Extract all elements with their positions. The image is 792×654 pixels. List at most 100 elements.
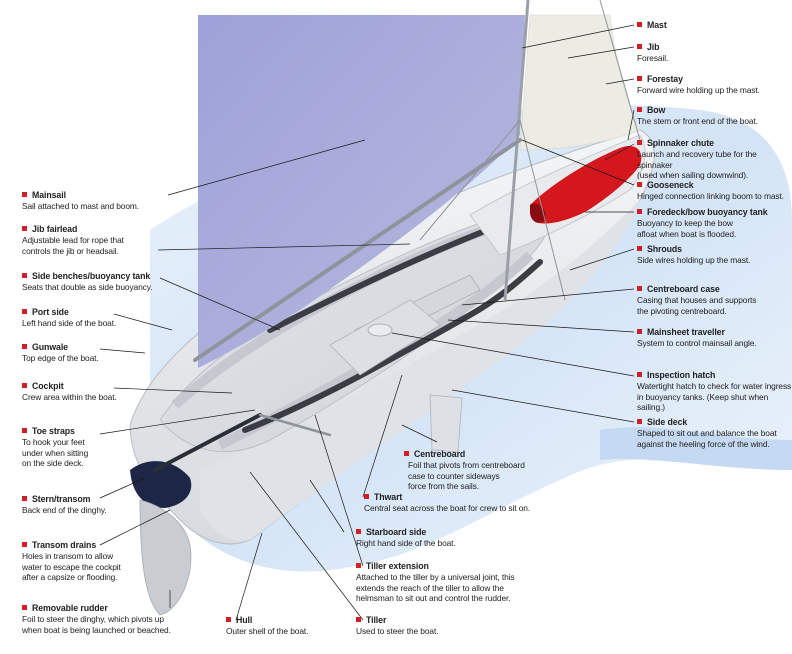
label-centreboard-case: Centreboard case Casing that houses and …: [637, 284, 756, 316]
label-forestay-desc: Forward wire holding up the mast.: [637, 85, 760, 95]
label-forestay-title: Forestay: [637, 74, 760, 85]
leader-starboard: [309, 479, 345, 533]
label-thwart-title: Thwart: [364, 492, 530, 503]
transom-shape: [130, 461, 192, 508]
label-foredeck: Foredeck/bow buoyancy tank Buoyancy to k…: [637, 207, 768, 239]
label-mainsheet-traveller-desc: System to control mainsail angle.: [637, 338, 757, 348]
label-thwart-desc: Central seat across the boat for crew to…: [364, 503, 531, 513]
leader-stern: [99, 477, 146, 499]
leader-cockpit: [113, 387, 233, 394]
leader-centreboard-case: [461, 288, 635, 306]
label-transom-drains: Transom drains Holes in transom to allow…: [22, 540, 121, 583]
label-spinnaker-chute-desc: Launch and recovery tube for the spinnak…: [637, 149, 757, 181]
spinnaker-chute-shape: [530, 145, 642, 224]
label-tiller-desc: Used to steer the boat.: [356, 626, 439, 636]
label-bow-desc: The stem or front end of the boat.: [637, 116, 758, 126]
mast-line: [503, 0, 530, 301]
label-mainsail: Mainsail Sail attached to mast and boom.: [22, 190, 139, 212]
thwart-shape: [329, 299, 441, 376]
label-inspection-hatch-desc: Watertight hatch to check for water ingr…: [637, 381, 792, 413]
label-centreboard-desc: Foil that pivots from centreboard case t…: [408, 460, 525, 492]
label-toe-straps-desc: To hook your feet under when sitting on …: [22, 437, 89, 469]
label-foredeck-desc: Buoyancy to keep the bow afloat when boa…: [637, 218, 737, 239]
label-hull-title: Hull: [226, 615, 308, 626]
label-starboard-side-desc: Right hand side of the boat.: [356, 538, 456, 548]
label-toe-straps-title: Toe straps: [22, 426, 88, 437]
label-cockpit: Cockpit Crew area within the boat.: [22, 381, 117, 403]
label-transom-drains-desc: Holes in transom to allow water to escap…: [22, 551, 121, 583]
leader-hull: [235, 532, 263, 621]
label-tiller-extension: Tiller extension Attached to the tiller …: [356, 561, 515, 604]
label-thwart: Thwart Central seat across the boat for …: [364, 492, 530, 514]
label-gooseneck-desc: Hinged connection linking boom to mast.: [637, 191, 784, 201]
forestay-line: [599, 0, 641, 141]
label-side-benches: Side benches/buoyancy tank Seats that do…: [22, 271, 153, 293]
label-cockpit-title: Cockpit: [22, 381, 117, 392]
label-port-side-desc: Left hand side of the boat.: [22, 318, 117, 328]
label-centreboard-case-title: Centreboard case: [637, 284, 756, 295]
leader-lines: [99, 24, 635, 621]
label-centreboard-title: Centreboard: [404, 449, 525, 460]
label-removable-rudder: Removable rudder Foil to steer the dingh…: [22, 603, 171, 635]
label-gunwale-title: Gunwale: [22, 342, 99, 353]
water-highlight: [600, 427, 792, 470]
leader-forestay: [605, 78, 635, 85]
leader-spinnaker: [604, 143, 635, 161]
label-removable-rudder-title: Removable rudder: [22, 603, 171, 614]
label-gooseneck: Gooseneck Hinged connection linking boom…: [637, 180, 784, 202]
label-gooseneck-title: Gooseneck: [637, 180, 784, 191]
shroud-starboard: [519, 119, 566, 301]
label-toe-straps: Toe straps To hook your feet under when …: [22, 426, 88, 469]
leader-gooseneck: [521, 139, 635, 186]
leader-shrouds: [569, 248, 635, 271]
leader-mainsail: [167, 139, 366, 196]
label-gunwale-desc: Top edge of the boat.: [22, 353, 99, 363]
label-tiller: Tiller Used to steer the boat.: [356, 615, 439, 637]
label-port-side-title: Port side: [22, 307, 116, 318]
label-centreboard-case-desc: Casing that houses and supports the pivo…: [637, 295, 757, 316]
leader-side-benches: [159, 277, 281, 331]
label-spinnaker-chute: Spinnaker chute Launch and recovery tube…: [637, 138, 792, 181]
label-bow-title: Bow: [637, 105, 758, 116]
label-jib-fairlead-title: Jib fairlead: [22, 224, 124, 235]
label-forestay: Forestay Forward wire holding up the mas…: [637, 74, 760, 96]
label-side-benches-title: Side benches/buoyancy tank: [22, 271, 152, 282]
label-starboard-side: Starboard side Right hand side of the bo…: [356, 527, 456, 549]
label-jib: Jib Foresail.: [637, 42, 668, 64]
label-foredeck-title: Foredeck/bow buoyancy tank: [637, 207, 768, 218]
leader-centreboard: [401, 424, 438, 443]
label-jib-title: Jib: [637, 42, 668, 53]
label-shrouds-desc: Side wires holding up the mast.: [637, 255, 751, 265]
label-spinnaker-chute-title: Spinnaker chute: [637, 138, 792, 149]
label-mast-title: Mast: [637, 20, 667, 31]
tiller-extension-line: [258, 413, 332, 437]
label-inspection-hatch-title: Inspection hatch: [637, 370, 792, 381]
label-hull: Hull Outer shell of the boat.: [226, 615, 308, 637]
label-shrouds: Shrouds Side wires holding up the mast.: [637, 244, 750, 266]
leader-jib-fairlead: [157, 243, 411, 251]
label-port-side: Port side Left hand side of the boat.: [22, 307, 116, 329]
leader-inspection-hatch: [391, 332, 635, 377]
label-side-deck: Side deck Shaped to sit out and balance …: [637, 417, 777, 449]
leader-bow: [627, 109, 635, 141]
tiller-line: [153, 413, 262, 472]
leader-thwart: [362, 374, 403, 498]
label-mainsheet-traveller: Mainsheet traveller System to control ma…: [637, 327, 757, 349]
mainsail-shape: [198, 15, 525, 368]
label-jib-desc: Foresail.: [637, 53, 669, 63]
leader-side-deck: [451, 389, 635, 423]
centreboard-shape: [429, 394, 463, 453]
label-tiller-extension-title: Tiller extension: [356, 561, 515, 572]
label-mainsail-title: Mainsail: [22, 190, 139, 201]
label-tiller-title: Tiller: [356, 615, 438, 626]
label-jib-fairlead: Jib fairlead Adjustable lead for rope th…: [22, 224, 124, 256]
label-mast: Mast: [637, 20, 667, 31]
leader-port-side: [113, 313, 173, 331]
leader-mast: [521, 24, 635, 49]
label-stern-transom-desc: Back end of the dinghy.: [22, 505, 107, 515]
leader-tiller-extension: [314, 414, 364, 567]
toe-strap-port: [267, 222, 503, 333]
label-bow: Bow The stem or front end of the boat.: [637, 105, 758, 127]
rudder-shape: [139, 499, 192, 616]
